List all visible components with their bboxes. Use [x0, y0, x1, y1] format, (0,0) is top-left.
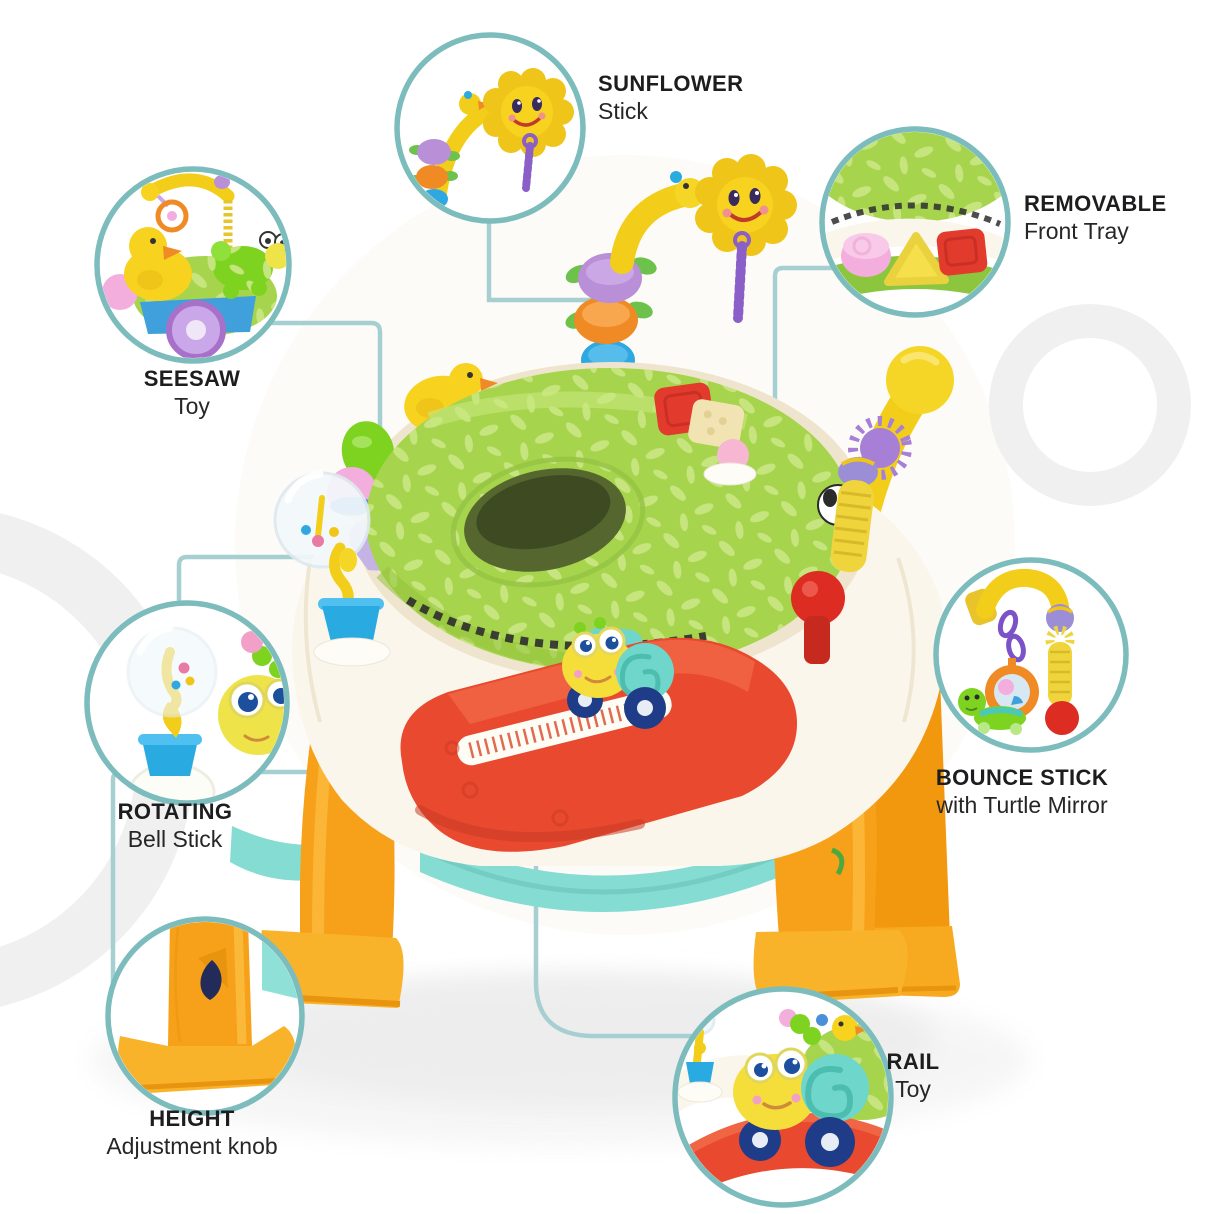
shape-blocks	[654, 382, 757, 486]
callout-removable-front-tray	[819, 126, 1011, 318]
callout-rotating-bell-stick	[84, 600, 290, 806]
feature-label-rail-toy: RAIL Toy	[840, 1049, 986, 1102]
feature-subtitle: Front Tray	[1024, 217, 1129, 244]
feature-subtitle: Adjustment knob	[106, 1132, 278, 1159]
feature-title: RAIL	[886, 1049, 940, 1074]
callout-ring	[933, 557, 1129, 753]
callout-rail-toy	[672, 986, 894, 1208]
feature-title: SEESAW	[143, 366, 241, 391]
feature-subtitle: Toy	[174, 392, 210, 419]
bounce-callout-art	[958, 568, 1079, 735]
callout-ring	[84, 600, 290, 806]
feature-label-removable-front-tray: REMOVABLE Front Tray	[1024, 191, 1167, 244]
feature-subtitle: Bell Stick	[127, 825, 223, 852]
sunflower-face	[695, 154, 797, 323]
decor-ring-right	[989, 304, 1191, 506]
feature-title: BOUNCE STICK	[935, 765, 1109, 790]
snail-rail-car	[562, 617, 674, 729]
feature-title: HEIGHT	[149, 1106, 235, 1131]
rail-callout-art	[678, 1004, 888, 1202]
feature-label-height-adjustment-knob: HEIGHT Adjustment knob	[42, 1106, 342, 1159]
callout-ring	[394, 32, 586, 224]
callout-bounce-stick	[933, 557, 1129, 753]
feature-label-bounce-stick: BOUNCE STICK with Turtle Mirror	[872, 765, 1172, 818]
connector-removable-tray	[772, 265, 903, 433]
feature-label-sunflower-stick: SUNFLOWER Stick	[598, 71, 744, 124]
feature-title: ROTATING	[117, 799, 233, 824]
connector-seesaw	[217, 320, 383, 500]
activity-center-product	[230, 154, 960, 1008]
bounce-stick-lower	[791, 416, 912, 664]
feature-label-rotating-bell-stick: ROTATING Bell Stick	[50, 799, 300, 852]
sunflower-callout-art	[407, 68, 574, 218]
connector-rotating	[176, 554, 315, 663]
callout-ring	[94, 166, 292, 364]
base-mint-frame	[230, 826, 792, 912]
callout-ring	[672, 986, 894, 1208]
seesaw-callout-art	[102, 173, 286, 358]
feature-label-seesaw-toy: SEESAW Toy	[92, 366, 292, 419]
front-rail-tray	[400, 617, 798, 852]
rotating-bell-stick-on-product	[273, 470, 391, 667]
seat	[366, 368, 854, 672]
feature-subtitle: Toy	[895, 1075, 931, 1102]
callout-sunflower-stick	[394, 32, 586, 224]
callout-ring	[105, 916, 305, 1116]
feature-title: REMOVABLE	[1024, 191, 1167, 216]
callout-height-knob	[105, 916, 305, 1116]
rotating-callout-art	[126, 624, 284, 800]
callout-seesaw-toy	[94, 166, 292, 364]
connector-rail	[533, 809, 743, 1039]
callout-ring	[819, 126, 1011, 318]
feature-subtitle: Stick	[598, 97, 648, 124]
feature-title: SUNFLOWER	[598, 71, 744, 96]
feature-subtitle: with Turtle Mirror	[936, 791, 1108, 818]
removable-tray-callout-art	[825, 132, 1005, 302]
